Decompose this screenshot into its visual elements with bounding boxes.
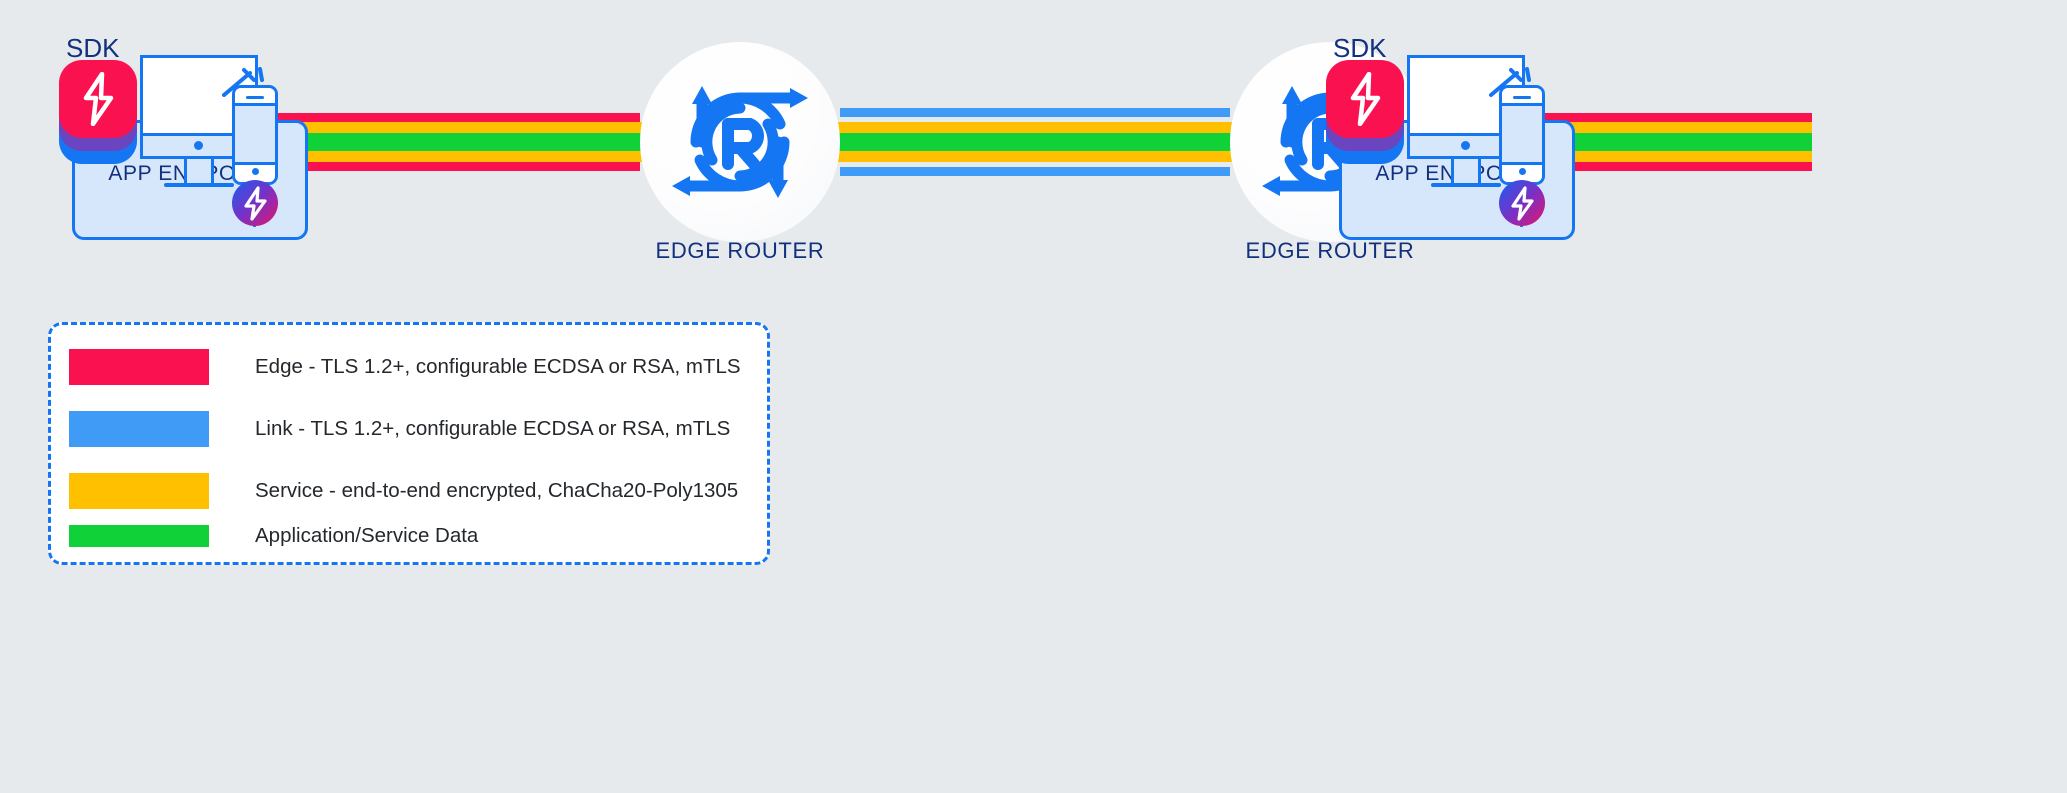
app-endpoint-left[interactable]: APP ENDPOINT SDK [50, 30, 350, 270]
router-label: EDGE ROUTER [1245, 238, 1415, 263]
legend-panel: Edge - TLS 1.2+, configurable ECDSA or R… [48, 322, 770, 565]
monitor-stand [184, 159, 214, 185]
stripe-edge-top [258, 113, 640, 122]
monitor-indicator-dot [194, 141, 203, 150]
stripe-edge-bottom [1430, 162, 1812, 171]
legend-swatch-service [69, 473, 209, 509]
stripe-service-top [1430, 122, 1812, 133]
phone-speaker [1513, 96, 1531, 99]
legend-item-edge: Edge - TLS 1.2+, configurable ECDSA or R… [69, 349, 741, 385]
spark-icon [222, 67, 264, 97]
monitor-stand [1451, 159, 1481, 185]
stripe-service-bottom [1430, 151, 1812, 162]
sdk-chip-top [59, 60, 137, 138]
stripe-link-top [840, 108, 1230, 117]
sdk-label: SDK [66, 33, 120, 63]
phone-home-button [252, 168, 259, 175]
spark-icon [1489, 67, 1531, 97]
edge-router-left[interactable]: EDGE ROUTER [640, 42, 840, 282]
ziti-lightning-icon [232, 180, 278, 226]
phone-home-area [235, 162, 275, 182]
lightning-bolt-icon [1511, 186, 1534, 221]
stripe-service-top [840, 122, 1230, 133]
app-endpoint-right[interactable]: APP ENDPOINT SDK [1317, 30, 1617, 270]
router-circular-arrows-icon [672, 86, 808, 198]
sdk-stack-lightning-icon [1317, 60, 1413, 164]
legend-item-application: Application/Service Data [69, 524, 478, 548]
monitor-indicator-dot [1461, 141, 1470, 150]
stripe-service-bottom [258, 151, 640, 162]
stripe-service-top [258, 122, 640, 133]
legend-swatch-link [69, 411, 209, 447]
router-label: EDGE ROUTER [655, 238, 825, 263]
stripe-link-bottom [840, 167, 1230, 176]
sdk-chip-top [1326, 60, 1404, 138]
lightning-bolt-icon [1350, 72, 1381, 126]
legend-item-link: Link - TLS 1.2+, configurable ECDSA or R… [69, 411, 730, 447]
monitor-foot [164, 183, 234, 187]
legend-swatch-application [69, 525, 209, 547]
legend-label-application: Application/Service Data [255, 524, 479, 547]
phone-icon [232, 85, 278, 185]
stripe-app-data [840, 133, 1230, 151]
legend-swatch-edge [69, 349, 209, 385]
legend-label-edge: Edge - TLS 1.2+, configurable ECDSA or R… [255, 355, 741, 378]
lightning-bolt-icon [83, 72, 114, 126]
stripe-service-bottom [840, 151, 1230, 162]
phone-home-area [1502, 162, 1542, 182]
monitor-foot [1431, 183, 1501, 187]
legend-label-link: Link - TLS 1.2+, configurable ECDSA or R… [255, 417, 731, 440]
lightning-bolt-icon [244, 186, 267, 221]
stripe-edge-bottom [258, 162, 640, 171]
stripe-edge-top [1430, 113, 1812, 122]
sdk-stack-lightning-icon [50, 60, 146, 164]
pipe-segment-link [840, 108, 1230, 176]
phone-speaker [246, 96, 264, 99]
pipe-segment-left-edge [258, 113, 640, 171]
stripe-app-data [258, 133, 640, 151]
phone-icon [1499, 85, 1545, 185]
legend-label-service: Service - end-to-end encrypted, ChaCha20… [255, 479, 739, 502]
legend-item-service: Service - end-to-end encrypted, ChaCha20… [69, 473, 738, 509]
phone-earpiece-area [1502, 88, 1542, 106]
sdk-label: SDK [1333, 33, 1387, 63]
phone-home-button [1519, 168, 1526, 175]
ziti-lightning-icon [1499, 180, 1545, 226]
phone-earpiece-area [235, 88, 275, 106]
